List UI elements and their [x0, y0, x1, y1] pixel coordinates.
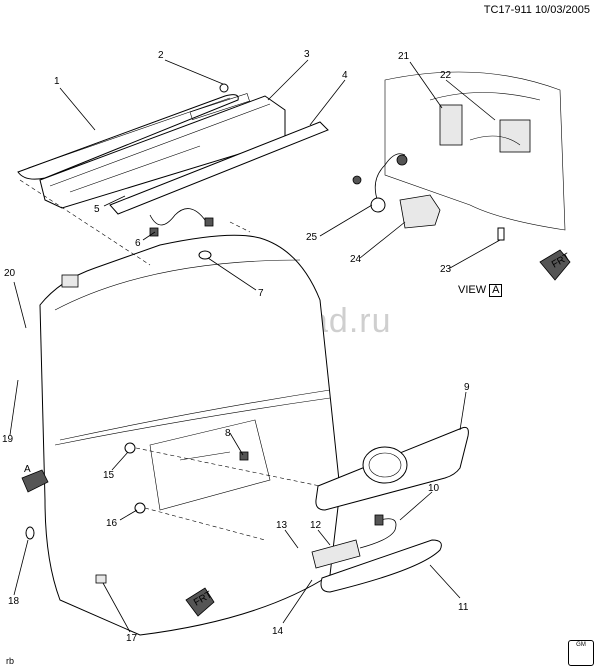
latch-assembly-part [399, 194, 441, 229]
front-arrow-main [185, 587, 215, 617]
label-part-12: 12 [310, 520, 322, 531]
label-part-23: 23 [440, 264, 452, 275]
diagram-date: 10/03/2005 [534, 4, 590, 16]
label-part-22: 22 [440, 70, 452, 81]
release-switch-part [311, 539, 361, 569]
view-label-prefix: VIEW [458, 284, 487, 296]
label-part-17: 17 [126, 633, 138, 644]
label-part-8: 8 [225, 428, 231, 439]
logo-text: GM [576, 642, 586, 648]
label-part-4: 4 [342, 70, 348, 81]
label-part-19: 19 [2, 434, 14, 445]
liftgate-handle-part [320, 539, 442, 593]
label-part-14: 14 [272, 626, 284, 637]
bolt-part-23 [497, 227, 505, 241]
label-part-18: 18 [8, 596, 20, 607]
label-part-24: 24 [350, 254, 362, 265]
lock-actuator-part [439, 104, 463, 146]
label-part-10: 10 [428, 483, 440, 494]
diagram-code-id: TC17-911 [483, 4, 532, 16]
section-a-letter: A [24, 464, 31, 475]
label-part-16: 16 [106, 518, 118, 529]
section-a-arrow [21, 469, 49, 493]
label-part-20: 20 [4, 268, 16, 279]
corner-tag: rb [6, 656, 15, 666]
liftgate-panel [39, 234, 341, 636]
label-part-9: 9 [464, 382, 470, 393]
label-part-6: 6 [135, 238, 141, 249]
diagram-code: TC17-911 10/03/2005 [484, 4, 590, 16]
label-part-3: 3 [304, 49, 310, 60]
label-part-25: 25 [306, 232, 318, 243]
label-part-21: 21 [398, 51, 410, 62]
label-part-11: 11 [458, 602, 469, 613]
front-arrow-view-a [539, 249, 571, 281]
handle-harness-part [359, 518, 397, 549]
label-part-5: 5 [94, 204, 100, 215]
gm-logo: GM [568, 640, 594, 666]
bolt-part-2 [219, 83, 229, 93]
light-bar-part [109, 121, 329, 215]
latch-harness-part [374, 153, 406, 203]
label-part-1: 1 [54, 76, 60, 87]
license-plate-recess [149, 419, 271, 511]
view-a-frame [384, 71, 566, 231]
label-part-7: 7 [258, 288, 264, 299]
label-part-13: 13 [276, 520, 288, 531]
label-part-15: 15 [103, 470, 115, 481]
chmsl-harness-part [149, 208, 213, 226]
rear-spoiler-part [17, 94, 239, 180]
label-part-2: 2 [158, 50, 164, 61]
view-label-letter: A [489, 284, 503, 297]
